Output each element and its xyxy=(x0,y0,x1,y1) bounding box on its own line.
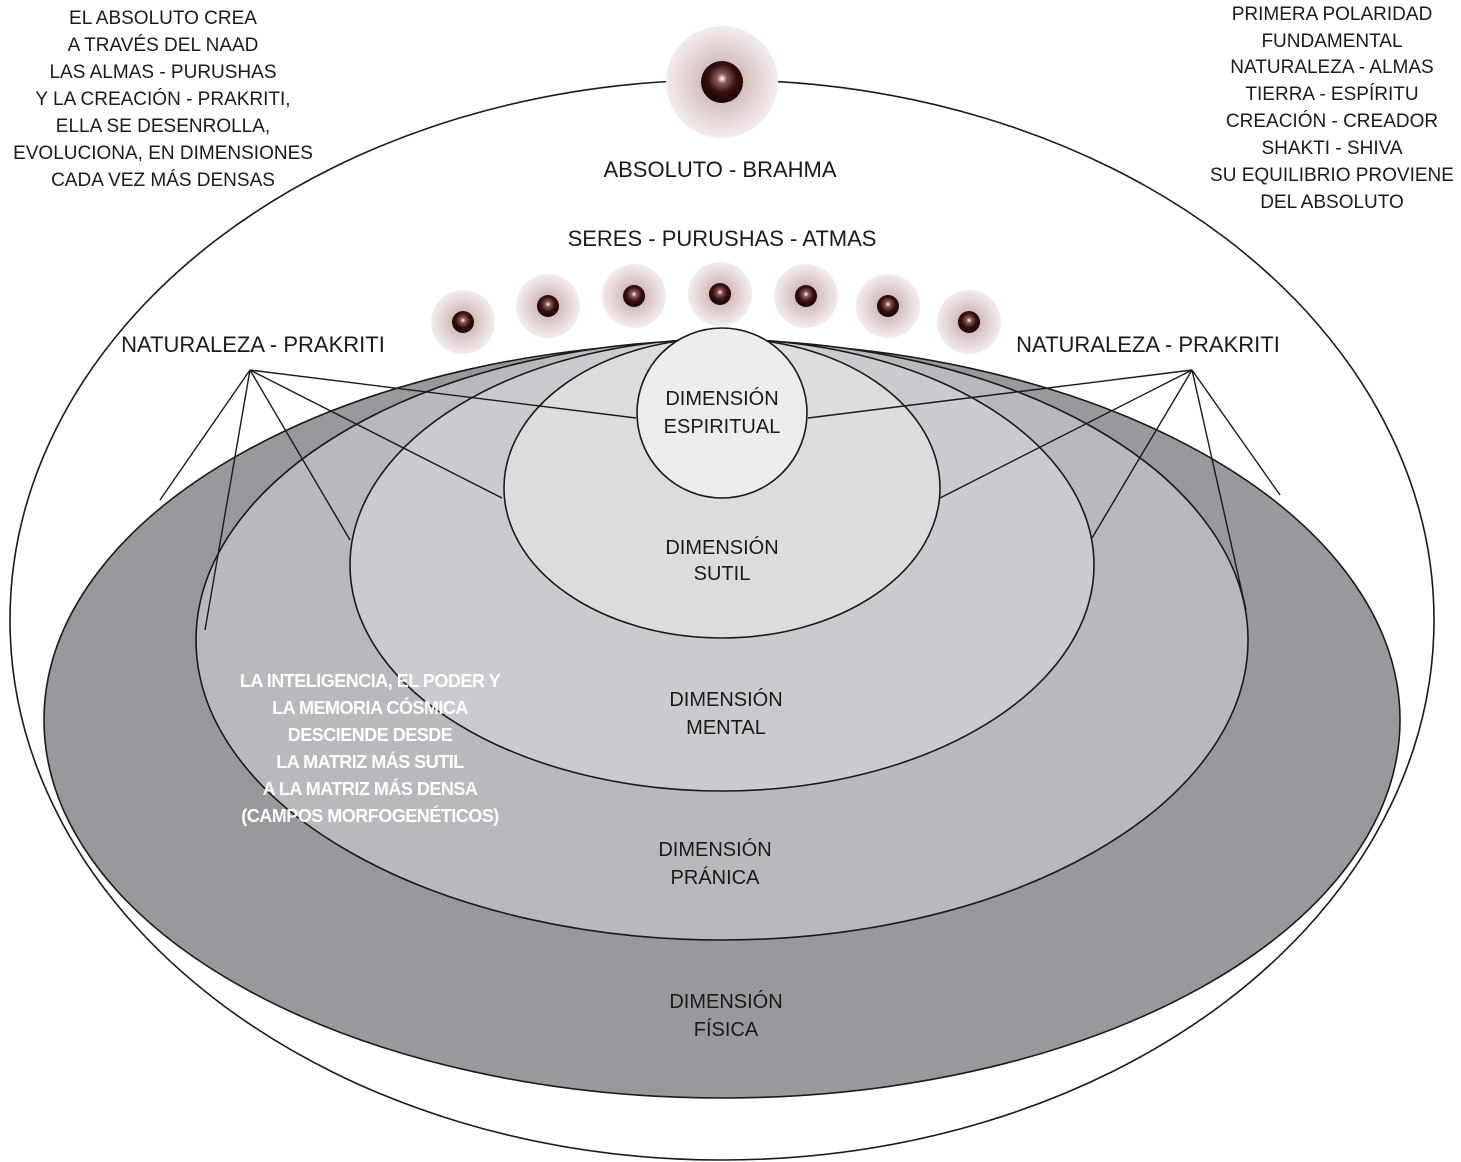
being-orb-icon xyxy=(688,262,752,326)
top-right-note: PRIMERA POLARIDAD FUNDAMENTAL NATURALEZA… xyxy=(1210,4,1454,213)
dimension-name: SUTIL xyxy=(694,563,751,585)
dimension-name: MENTAL xyxy=(686,717,766,739)
note-line: CREACIÓN - CREADOR xyxy=(1226,110,1438,132)
nature-rays-right xyxy=(807,369,1281,611)
note-line: LA MATRIZ MÁS SUTIL xyxy=(276,751,464,772)
note-line: A TRAVÉS DEL NAAD xyxy=(68,35,259,56)
dimension-title: DIMENSIÓN xyxy=(669,990,782,1013)
dimension-spiritual-circle xyxy=(636,327,808,499)
note-line: DESCIENDE DESDE xyxy=(288,725,453,745)
dimension-title: DIMENSIÓN xyxy=(665,536,778,559)
dimension-name: FÍSICA xyxy=(694,1018,759,1041)
note-line: EVOLUCIONA, EN DIMENSIONES xyxy=(13,143,313,164)
note-line: CADA VEZ MÁS DENSAS xyxy=(51,170,275,191)
being-orb-icon xyxy=(602,264,666,328)
dimension-title: DIMENSIÓN xyxy=(658,838,771,861)
being-orb-icon xyxy=(431,290,495,354)
being-orb-icon xyxy=(937,290,1001,354)
dimension-physical-label: DIMENSIÓN FÍSICA xyxy=(669,990,782,1041)
dimension-name: ESPIRITUAL xyxy=(664,416,781,438)
dimension-spiritual-label: DIMENSIÓN ESPIRITUAL xyxy=(664,387,781,438)
note-line: Y LA CREACIÓN - PRAKRITI, xyxy=(35,88,290,110)
being-orb-icon xyxy=(516,274,580,338)
nature-rays-left xyxy=(159,369,637,631)
note-line: LA INTELIGENCIA, EL PODER Y xyxy=(240,671,501,691)
dimension-pranic-label: DIMENSIÓN PRÁNICA xyxy=(658,838,771,889)
absolute-label: ABSOLUTO - BRAHMA xyxy=(603,157,836,182)
note-line: LAS ALMAS - PURUSHAS xyxy=(49,62,276,83)
note-line: A LA MATRIZ MÁS DENSA xyxy=(263,778,478,799)
note-line: EL ABSOLUTO CREA xyxy=(69,8,257,29)
note-line: LA MEMORIA CÓSMICA xyxy=(272,697,468,718)
dimension-mental-label: DIMENSIÓN MENTAL xyxy=(669,688,782,739)
beings-orbs xyxy=(431,262,1001,354)
note-line: SU EQUILIBRIO PROVIENE xyxy=(1210,165,1454,186)
dimension-title: DIMENSIÓN xyxy=(665,387,778,410)
being-orb-icon xyxy=(774,264,838,328)
note-line: PRIMERA POLARIDAD xyxy=(1232,4,1433,25)
note-line: FUNDAMENTAL xyxy=(1261,31,1402,52)
note-line: TIERRA - ESPÍRITU xyxy=(1245,84,1418,105)
dimension-name: PRÁNICA xyxy=(671,866,761,889)
note-line: DEL ABSOLUTO xyxy=(1260,192,1404,213)
nature-left-label: NATURALEZA - PRAKRITI xyxy=(121,332,385,357)
note-line: SHAKTI - SHIVA xyxy=(1261,138,1402,159)
nature-right-label: NATURALEZA - PRAKRITI xyxy=(1016,332,1280,357)
being-orb-icon xyxy=(856,274,920,338)
top-left-note: EL ABSOLUTO CREA A TRAVÉS DEL NAAD LAS A… xyxy=(13,8,313,191)
note-line: NATURALEZA - ALMAS xyxy=(1230,57,1433,78)
dimension-title: DIMENSIÓN xyxy=(669,688,782,711)
intelligence-note: LA INTELIGENCIA, EL PODER Y LA MEMORIA C… xyxy=(240,671,501,826)
beings-label: SERES - PURUSHAS - ATMAS xyxy=(568,226,877,251)
absolute-orb-icon xyxy=(666,26,778,138)
note-line: (CAMPOS MORFOGENÉTICOS) xyxy=(241,805,499,826)
note-line: ELLA SE DESENROLLA, xyxy=(56,116,270,137)
dimension-subtle-label: DIMENSIÓN SUTIL xyxy=(665,536,778,585)
